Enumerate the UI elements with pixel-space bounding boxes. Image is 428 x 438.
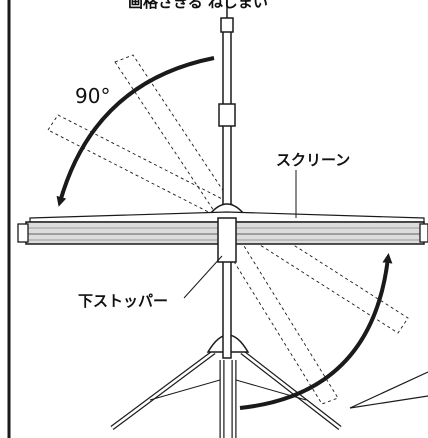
stopper-leader-line [183,255,223,299]
ghost-screen-upper-shallow [47,114,235,221]
lower-stopper [217,217,237,263]
rotation-angle-label: 90° [75,84,111,108]
tripod-legs [110,349,342,438]
cropped-object-edge-lower [349,395,428,409]
cropped-object-edge-upper [349,371,428,409]
screen-label: スクリーン [276,151,351,169]
rotation-arrow-lower [239,253,393,410]
ghost-screen-upper-steep [114,54,237,218]
ghost-screen-lower-steep [211,219,339,405]
upper-clamp [218,103,236,127]
lower-stopper-label: 下ストッパー [78,292,169,310]
center-pole [220,0,234,359]
rotation-arrow-upper [56,56,215,207]
top-cropped-caption: 画格さきる ねじまい [128,0,268,11]
